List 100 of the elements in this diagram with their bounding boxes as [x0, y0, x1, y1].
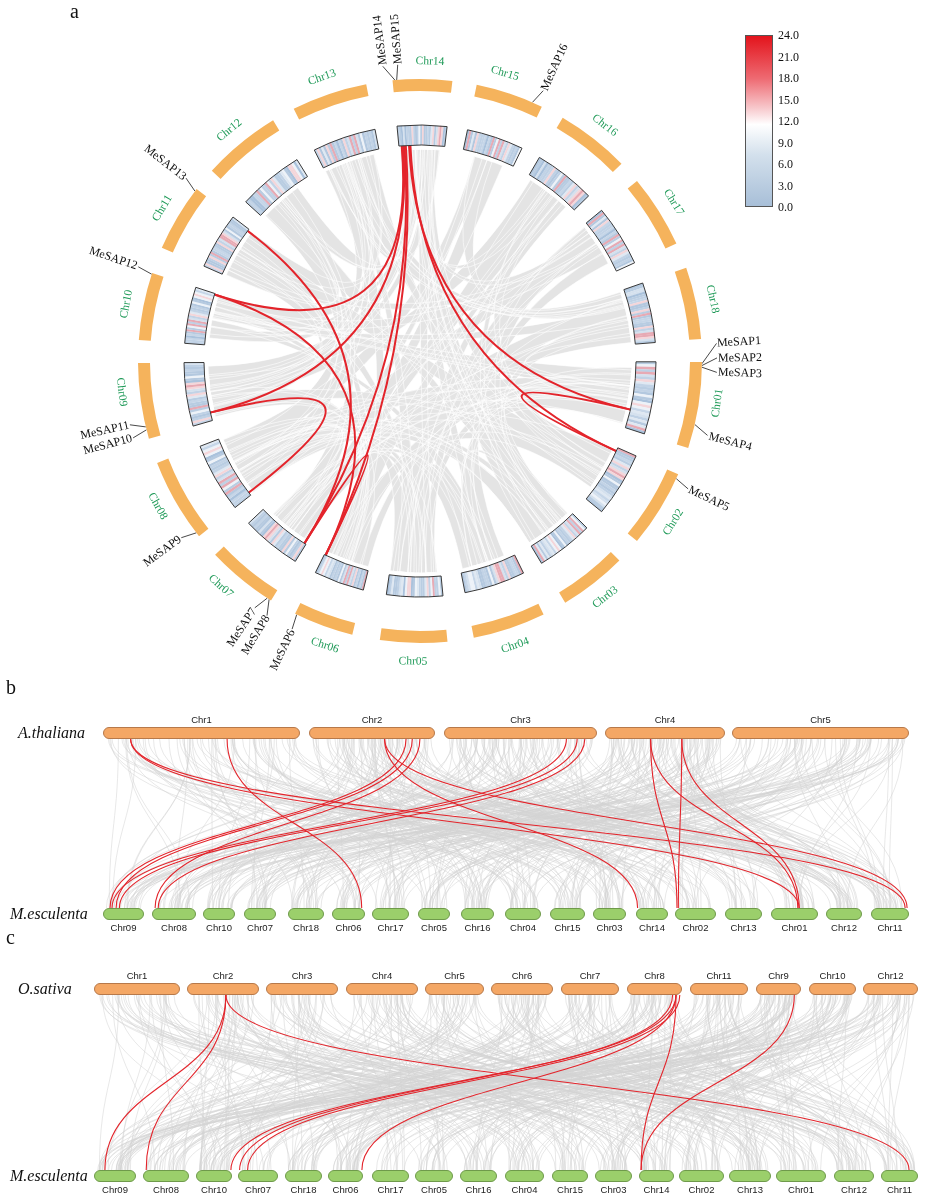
- chromosome-label: Chr15: [554, 922, 581, 933]
- leader-line: [382, 65, 396, 81]
- chromosome-label: Chr14: [639, 922, 665, 933]
- chromosome-label: Chr09: [113, 377, 130, 408]
- chromosome-label: Chr15: [557, 1184, 583, 1195]
- gene-density-heatmap: [315, 554, 369, 591]
- chromosome-label: Chr12: [831, 922, 857, 933]
- chromosome-label: Chr04: [511, 1184, 538, 1195]
- scale-tick-label: 21.0: [778, 49, 799, 64]
- species-label: M.esculenta: [10, 1167, 88, 1185]
- scale-tick-label: 9.0: [778, 135, 793, 150]
- gene-density-heatmap: [203, 217, 249, 275]
- gene-density-heatmap: [314, 129, 379, 168]
- chromosome-label: Chr8: [644, 970, 665, 981]
- synteny-link: [650, 738, 799, 909]
- scale-tick-label: 6.0: [778, 157, 793, 171]
- chromosome-label: Chr2: [212, 970, 234, 981]
- chromosome-label: Chr1: [126, 970, 148, 981]
- chromosome-label: Chr11: [886, 1184, 913, 1195]
- chromosome-label: Chr16: [464, 922, 491, 933]
- chromosome-label: Chr13: [306, 66, 339, 89]
- scale-tick-label: 12.0: [778, 114, 799, 128]
- scale-tick-label: 18.0: [778, 71, 799, 85]
- panel-letter: b: [6, 676, 16, 698]
- leader-line: [701, 357, 718, 366]
- chromosome-label: Chr04: [499, 634, 531, 657]
- gene-density-heatmap: [463, 129, 522, 167]
- chromosome-label: Chr10: [206, 922, 232, 933]
- scale-tick-label: 0.0: [778, 200, 793, 214]
- species-label: O.sativa: [18, 980, 72, 998]
- gene-density-heatmap: [245, 159, 308, 216]
- chromosome-label: Chr05: [398, 654, 428, 668]
- chromosome-label: Chr01: [708, 387, 726, 418]
- chromosome-label: Chr06: [332, 1184, 359, 1195]
- gene-density-heatmap: [386, 574, 444, 597]
- chromosome-label: Chr09: [102, 1184, 128, 1195]
- chromosome-label: Chr05: [421, 1184, 447, 1195]
- chromosome-label: Chr10: [819, 970, 846, 981]
- chromosome-label: Chr08: [161, 922, 187, 933]
- leader-line: [291, 614, 298, 630]
- gene-density-heatmap: [396, 125, 448, 147]
- chromosome-label: Chr4: [371, 970, 393, 981]
- synteny-link: [303, 454, 369, 557]
- chromosome-label: Chr06: [309, 634, 341, 657]
- synteny-link: [681, 738, 800, 909]
- chromosome-label: Chr07: [245, 1184, 271, 1195]
- chromosome-label: Chr7: [579, 970, 601, 981]
- gene-density-heatmap: [586, 447, 637, 512]
- synteny-link: [154, 738, 421, 909]
- synteny-link: [640, 994, 677, 1171]
- chromosome-label: Chr01: [788, 1184, 814, 1195]
- chromosome-label: Chr6: [511, 970, 533, 981]
- leader-line: [266, 598, 270, 617]
- chromosome-label: Chr11: [877, 922, 903, 933]
- chromosome-label: Chr09: [110, 922, 137, 933]
- leader-line: [180, 532, 197, 539]
- chromosome-label: Chr06: [335, 922, 362, 933]
- chromosome-label: Chr02: [688, 1184, 715, 1195]
- gene-label: MeSAP1: [717, 334, 762, 350]
- leader-line: [701, 366, 718, 373]
- chromosome-label: Chr10: [201, 1184, 227, 1195]
- gene-density-heatmap: [248, 509, 306, 562]
- chromosome-label: Chr14: [643, 1184, 670, 1195]
- chromosome-label: Chr9: [768, 970, 789, 981]
- gene-label: MeSAP4: [706, 429, 753, 453]
- scale-tick-label: 15.0: [778, 92, 799, 107]
- chromosome-label: Chr02: [682, 922, 709, 933]
- chromosome-label: Chr5: [444, 970, 465, 981]
- gene-density-heatmap: [531, 513, 587, 564]
- synteny-link: [225, 994, 910, 1171]
- panel-letter: c: [6, 926, 15, 948]
- scale-tick-label: 3.0: [778, 178, 793, 193]
- chromosome-label: Chr04: [510, 922, 536, 933]
- species-label: M.esculenta: [10, 905, 88, 923]
- synteny-link: [384, 738, 908, 909]
- chromosome-label: Chr18: [290, 1184, 317, 1195]
- chromosome-label: Chr18: [704, 283, 723, 315]
- chromosome-label: Chr08: [144, 490, 171, 523]
- chromosome-label: Chr17: [377, 1184, 404, 1195]
- chromosome-label: Chr18: [293, 922, 319, 933]
- chromosome-label: Chr08: [153, 1184, 179, 1195]
- chromosome-label: Chr12: [877, 970, 904, 981]
- leader-line: [132, 429, 147, 439]
- chromosome-label: Chr5: [810, 714, 831, 725]
- gene-label: MeSAP3: [717, 365, 762, 381]
- leader-line: [254, 597, 268, 609]
- leader-line: [694, 424, 708, 436]
- gene-label: MeSAP2: [717, 350, 763, 365]
- chromosome-label: Chr4: [654, 714, 676, 725]
- leader-line: [675, 478, 689, 490]
- gene-density-heatmap: [625, 361, 656, 434]
- chromosome-label: Chr10: [116, 288, 135, 320]
- leader-line: [137, 266, 153, 275]
- chromosome-label: Chr13: [730, 922, 757, 933]
- chromosome-label: Chr3: [291, 970, 313, 981]
- chromosome-label: Chr12: [841, 1184, 867, 1195]
- leader-line: [396, 64, 399, 81]
- synteny-link: [209, 397, 327, 494]
- gene-density-heatmap: [529, 157, 589, 210]
- gene-label: MeSAP15: [387, 13, 405, 65]
